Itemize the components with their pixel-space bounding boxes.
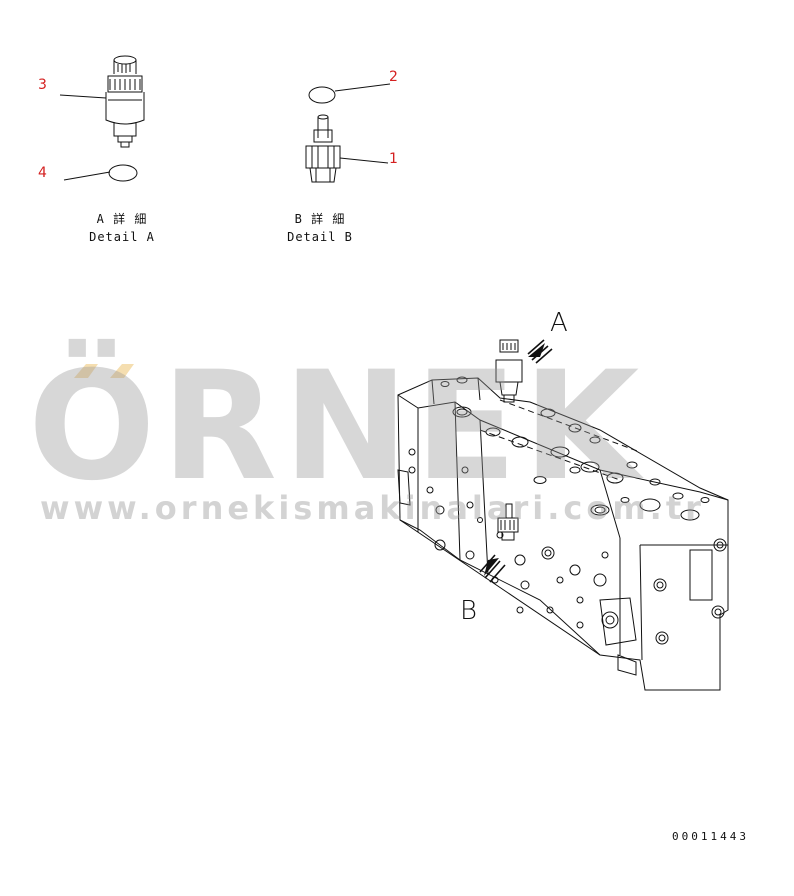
view-label-b: B bbox=[460, 596, 478, 626]
installed-cartridge-a bbox=[495, 339, 523, 403]
callout-2: 2 bbox=[389, 69, 398, 85]
callout-4: 4 bbox=[38, 165, 47, 181]
front-face-ports bbox=[426, 466, 619, 629]
caption-detail-a-jp: A 詳 細 bbox=[96, 212, 148, 226]
part-2-o-ring bbox=[308, 86, 336, 104]
leader-line-4 bbox=[63, 171, 111, 181]
part-4-o-ring bbox=[108, 164, 138, 182]
leader-line-2 bbox=[334, 83, 391, 92]
installed-plug-b bbox=[497, 503, 519, 541]
leader-line-3 bbox=[59, 94, 107, 99]
caption-detail-b-jp: B 詳 細 bbox=[294, 212, 346, 226]
caption-detail-a-en: Detail A bbox=[89, 230, 155, 244]
callout-1: 1 bbox=[389, 151, 398, 167]
leader-line-1 bbox=[339, 157, 389, 164]
callout-3: 3 bbox=[38, 77, 47, 93]
end-cap-bolts bbox=[408, 448, 727, 645]
caption-detail-b-en: Detail B bbox=[287, 230, 353, 244]
part-3-valve-cartridge bbox=[105, 55, 145, 148]
watermark-url: www.ornekismakinalari.com.tr bbox=[40, 489, 705, 527]
watermark-umlaut-dots bbox=[74, 364, 134, 378]
arrow-to-view-a bbox=[527, 339, 553, 364]
view-label-a: A bbox=[550, 308, 568, 338]
top-face-ports bbox=[440, 376, 710, 521]
part-1-plug bbox=[305, 114, 341, 183]
watermark-brand: ÖRNEK bbox=[28, 340, 646, 514]
arrow-to-view-b bbox=[479, 554, 506, 583]
document-code: 00011443 bbox=[672, 830, 749, 843]
